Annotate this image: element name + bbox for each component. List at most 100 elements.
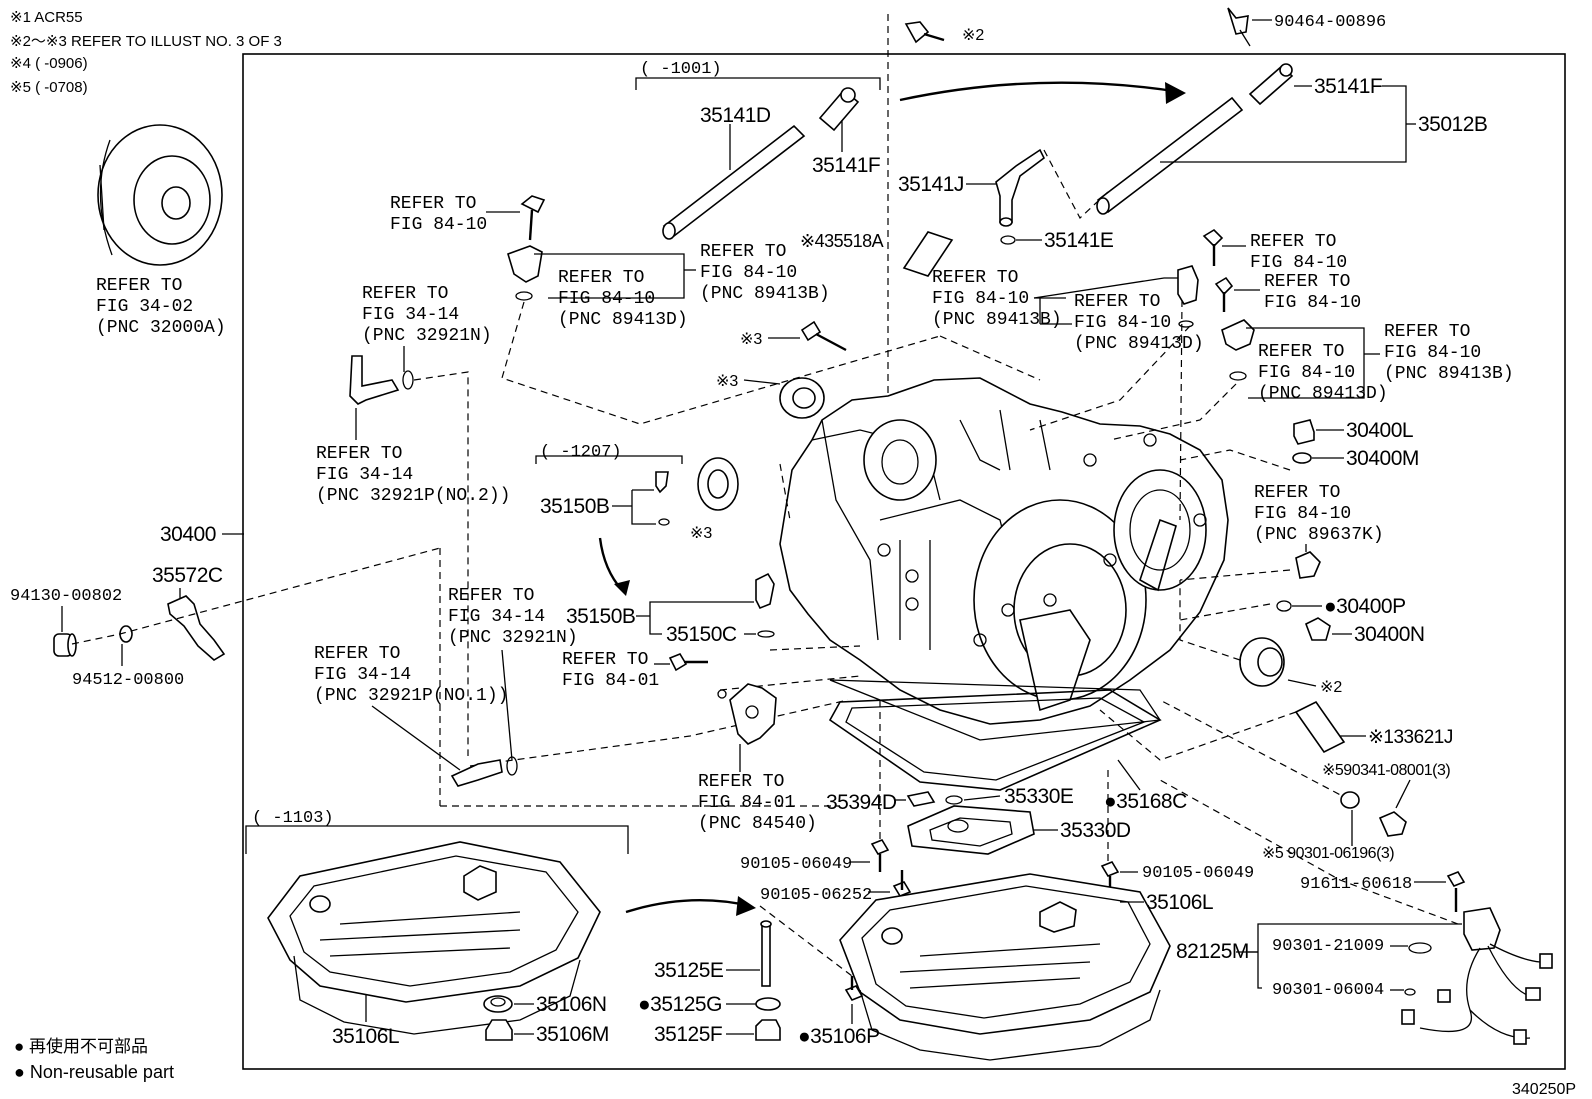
- svg-text:REFER TO: REFER TO: [1074, 292, 1160, 312]
- label-33621J: ※133621J: [1368, 727, 1453, 748]
- part-30400P-oring: [1276, 600, 1292, 612]
- part-35125F-plug: [755, 1019, 781, 1041]
- bolt-star2-top: [904, 21, 945, 44]
- ref-84-10-89637K: REFER TO FIG 84-10 (PNC 89637K): [1254, 483, 1384, 545]
- range-1001: ( -1001): [640, 60, 722, 79]
- o-ring-35150C: [757, 630, 775, 638]
- svg-text:FIG 34-14: FIG 34-14: [448, 607, 545, 627]
- label-35106L-b: 35106L: [1146, 891, 1213, 914]
- label-90464: 90464-00896: [1274, 13, 1386, 32]
- part-35150B-plug-lower: [755, 572, 775, 610]
- part-90301-06196: [1340, 791, 1360, 809]
- svg-text:FIG 34-02: FIG 34-02: [96, 297, 193, 317]
- label-90301-06196: ※5 90301-06196(3): [1262, 845, 1394, 862]
- part-35106N: [483, 995, 513, 1013]
- svg-text:REFER TO: REFER TO: [390, 194, 476, 214]
- part-pipe-32921P-no1: [450, 756, 518, 787]
- ref-84-10-89413D-right: REFER TO FIG 84-10 (PNC 89413D): [1258, 342, 1388, 404]
- bolt-90105-06049-a: [870, 839, 890, 872]
- label-star2-a: ※2: [962, 27, 984, 44]
- svg-text:FIG 84-10: FIG 84-10: [1264, 293, 1361, 313]
- label-90105-06252: 90105-06252: [760, 886, 872, 905]
- neutral-start-switch-84540: [717, 683, 777, 745]
- part-94130-collar: [53, 633, 77, 657]
- svg-text:REFER TO: REFER TO: [1254, 483, 1340, 503]
- svg-text:REFER TO: REFER TO: [1250, 232, 1336, 252]
- part-90464-clip: [1227, 7, 1251, 47]
- svg-text:REFER TO: REFER TO: [1264, 272, 1350, 292]
- label-30400M: 30400M: [1346, 447, 1419, 470]
- label-35106M: 35106M: [536, 1023, 609, 1046]
- part-35125G-gasket: [755, 997, 781, 1011]
- svg-text:REFER TO: REFER TO: [362, 284, 448, 304]
- oil-pan-old: [267, 841, 601, 1035]
- label-82125M: 82125M: [1176, 940, 1249, 963]
- seal-star3-mid: [697, 457, 739, 511]
- torque-converter: [97, 124, 223, 266]
- label-star3-a: ※3: [740, 331, 762, 348]
- svg-text:FIG 84-10: FIG 84-10: [1384, 343, 1481, 363]
- svg-text:REFER TO: REFER TO: [562, 650, 648, 670]
- illustration-id: 340250P: [1512, 1081, 1576, 1098]
- svg-text:REFER TO: REFER TO: [698, 772, 784, 792]
- label-35141J: 35141J: [898, 173, 964, 196]
- seal-star2-right: [1239, 637, 1285, 687]
- part-35518A-label: [902, 231, 954, 277]
- svg-text:(PNC 89413D): (PNC 89413D): [1074, 334, 1204, 354]
- part-35141F-b: [1248, 63, 1294, 106]
- svg-text:(PNC 32921P(NO.2)): (PNC 32921P(NO.2)): [316, 486, 510, 506]
- wire-harness-82125M: [1401, 907, 1553, 1045]
- svg-text:(PNC 89637K): (PNC 89637K): [1254, 525, 1384, 545]
- label-star3-b: ※3: [716, 373, 738, 390]
- label-90105-06049-b: 90105-06049: [1142, 864, 1254, 883]
- ref-84-01-84540: REFER TO FIG 84-01 (PNC 84540): [698, 772, 817, 834]
- part-pipe-32921N-upper: [349, 355, 414, 405]
- label-30400N: 30400N: [1354, 623, 1425, 646]
- seal-star3-upper: [779, 377, 825, 419]
- label-35150C: 35150C: [666, 623, 737, 646]
- svg-text:(PNC 89413D): (PNC 89413D): [1258, 384, 1388, 404]
- bolt-84-01: [668, 653, 708, 672]
- svg-text:FIG 34-14: FIG 34-14: [314, 665, 411, 685]
- ref-84-10-89413D-mid: REFER TO FIG 84-10 (PNC 89413D): [1074, 292, 1204, 354]
- diagram-frame: [242, 53, 1566, 1070]
- part-35106M: [485, 1019, 513, 1041]
- part-35330D-strainer: [907, 805, 1035, 855]
- label-35168C: ●35168C: [1104, 790, 1187, 813]
- svg-text:FIG 84-10: FIG 84-10: [1074, 313, 1171, 333]
- range-1103: ( -1103): [252, 809, 334, 828]
- svg-text:(PNC 89413B): (PNC 89413B): [932, 310, 1062, 330]
- svg-text:FIG 84-10: FIG 84-10: [700, 263, 797, 283]
- ref-34-14-32921N-lower: REFER TO FIG 34-14 (PNC 32921N): [448, 586, 578, 648]
- label-35106N: 35106N: [536, 993, 607, 1016]
- svg-text:REFER TO: REFER TO: [316, 444, 402, 464]
- part-35125E-pipe: [760, 920, 772, 987]
- bolt-90105-06252: [892, 870, 912, 897]
- part-30400L-plug: [1293, 419, 1315, 445]
- part-35394D: [906, 791, 936, 807]
- transaxle-case: [779, 377, 1229, 741]
- label-35141E: 35141E: [1044, 229, 1114, 252]
- svg-text:REFER TO: REFER TO: [1384, 322, 1470, 342]
- part-35141J-elbow: [995, 148, 1046, 227]
- o-ring-35141E: [1000, 235, 1016, 245]
- note-3: ※4 ( -0906): [10, 55, 88, 72]
- label-35141F-a: 35141F: [812, 154, 880, 177]
- label-90105-06049-a: 90105-06049: [740, 855, 852, 874]
- bolt-refer-84-10-left: [520, 195, 546, 241]
- svg-text:FIG 34-14: FIG 34-14: [316, 465, 413, 485]
- bolt-refer-84-10-r2: [1214, 276, 1234, 312]
- part-35012B-tube: [1096, 96, 1244, 215]
- ref-84-10-89413B-right: REFER TO FIG 84-10 (PNC 89413B): [1384, 322, 1514, 384]
- speed-sensor-right-lower: [1221, 319, 1255, 381]
- label-35125E: 35125E: [654, 959, 724, 982]
- pressure-switch-89637K: [1295, 551, 1321, 579]
- part-33621J-label: [1294, 700, 1346, 754]
- svg-text:FIG 84-10: FIG 84-10: [1258, 363, 1355, 383]
- svg-text:FIG 84-01: FIG 84-01: [562, 671, 659, 691]
- ref-84-10-89413D-left: REFER TO FIG 84-10 (PNC 89413D): [558, 268, 688, 330]
- oil-pan-new: [839, 873, 1171, 1061]
- ref-84-10-89413B-mid: REFER TO FIG 84-10 (PNC 89413B): [932, 268, 1062, 330]
- bolt-91611-60618: [1446, 871, 1466, 912]
- label-35106P: ●35106P: [798, 1025, 880, 1048]
